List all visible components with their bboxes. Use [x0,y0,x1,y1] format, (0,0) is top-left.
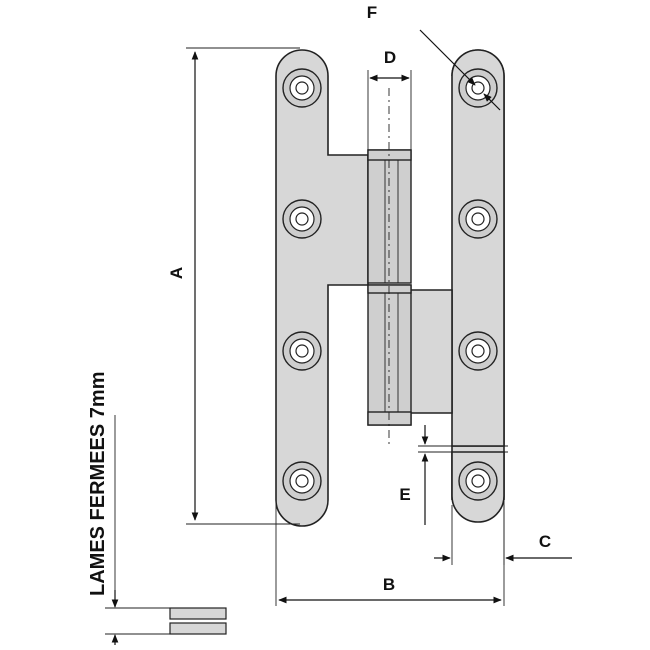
label-f: F [367,3,377,22]
hinge-barrel-upper [367,149,412,284]
screw-hole-left-4 [282,461,322,501]
screw-hole-left-1 [282,68,322,108]
dimension-a: A [167,47,300,525]
screw-hole-left-3 [282,331,322,371]
dimension-c: C [434,505,572,565]
label-b: B [383,575,395,594]
closed-leaves-detail [105,415,227,645]
screw-hole-right-4 [458,461,498,501]
label-a: A [167,267,186,279]
right-hinge-leaf [409,49,505,523]
screw-hole-left-2 [282,199,322,239]
left-hinge-leaf [275,49,369,527]
side-note: LAMES FERMEES 7mm [87,372,109,596]
hinge-barrel-lower [367,284,412,426]
dimension-d: D [367,48,412,150]
dimension-e: E [399,425,508,525]
label-d: D [384,48,396,67]
screw-hole-right-2 [458,199,498,239]
screw-hole-right-3 [458,331,498,371]
dimension-f: F [367,3,501,111]
side-note-text: LAMES FERMEES 7mm [87,372,109,596]
label-c: C [539,532,551,551]
label-e: E [399,485,410,504]
closed-leaf-bottom [169,622,227,635]
closed-leaf-top [169,607,227,620]
